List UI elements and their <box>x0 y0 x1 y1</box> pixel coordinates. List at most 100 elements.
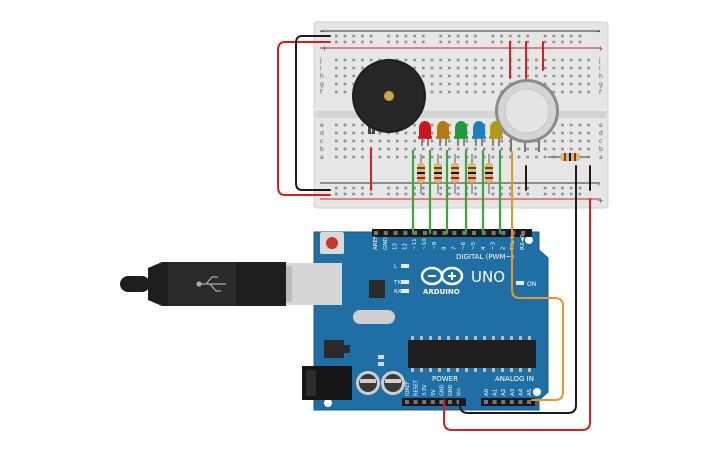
row-letter: g <box>599 81 603 88</box>
digital-pin-label: AREF <box>373 236 379 250</box>
row-letter: d <box>320 130 324 137</box>
board-wires <box>443 151 591 431</box>
power-label: POWER <box>432 375 458 383</box>
gas-sensor[interactable] <box>495 79 559 152</box>
on-label: ON <box>527 281 536 288</box>
onboard-led-label: TX <box>393 280 401 286</box>
resistor-group <box>417 154 493 194</box>
analog-label: ANALOG IN <box>495 375 534 383</box>
led-4[interactable] <box>472 121 486 146</box>
model-label: UNO <box>471 268 505 286</box>
row-letter: f <box>599 89 602 96</box>
analog-header <box>481 398 535 406</box>
onboard-led-icon <box>401 264 409 268</box>
digital-pin-label: 4 <box>481 246 487 250</box>
row-letter: e <box>320 122 324 129</box>
digital-pin-label: ~3 <box>491 241 497 250</box>
power-pin-label: 5V <box>431 389 437 396</box>
row-letter: j <box>598 57 601 64</box>
row-letter: i <box>599 65 601 72</box>
power-jack[interactable] <box>302 366 352 400</box>
digital-pin-label: 12 <box>402 243 408 250</box>
led-5[interactable] <box>489 121 503 146</box>
resistor-5[interactable] <box>485 154 493 194</box>
digital-pin-label: ~6 <box>461 241 467 250</box>
analog-pin-label: A3 <box>510 388 516 396</box>
onboard-led-label: RX <box>394 289 402 295</box>
led-group <box>418 121 503 146</box>
resistor-4[interactable] <box>468 154 476 194</box>
arduino-logo-text: ARDUINO <box>423 288 460 296</box>
mount-hole-icon <box>533 388 541 396</box>
usb-chip <box>369 280 385 298</box>
row-letter: f <box>320 89 323 96</box>
row-letter: j <box>319 57 322 64</box>
analog-pin-label: A4 <box>518 388 524 396</box>
rail-plus-label-right: + <box>597 44 604 53</box>
breadboard-wires <box>277 35 591 196</box>
power-pin-label: GND <box>448 384 454 396</box>
row-letter: a <box>320 154 324 161</box>
row-letter: g <box>320 81 324 88</box>
digital-pin-label: ~10 <box>422 238 428 250</box>
analog-pin-label: A0 <box>484 388 490 396</box>
rail-minus-label-top: - <box>321 27 324 36</box>
onboard-led-icon <box>401 289 409 293</box>
power-pin-label: IOREF <box>405 381 411 396</box>
digital-pin-label: ~11 <box>412 238 418 250</box>
resistor-3[interactable] <box>451 154 459 194</box>
atmega-chip <box>408 340 536 368</box>
rail-plus-label-bottom: + <box>597 196 604 205</box>
analog-pin-label: A2 <box>501 389 507 396</box>
analog-pin-label: A1 <box>493 389 499 396</box>
power-pin-label: 3.3V <box>422 384 428 396</box>
power-pin-label: GND <box>439 384 445 396</box>
rail-minus-label-bottom: - <box>597 180 600 189</box>
resistor-sensor[interactable] <box>548 153 590 161</box>
voltage-regulator <box>324 340 344 358</box>
capacitor-2 <box>381 371 405 395</box>
led-2[interactable] <box>436 121 450 146</box>
green-wires <box>411 150 502 234</box>
row-letter: d <box>599 130 603 137</box>
arduino-logo <box>420 266 464 286</box>
power-led-icon <box>516 281 524 285</box>
power-pin-label: Vin <box>457 388 463 396</box>
row-letter: e <box>599 122 603 129</box>
resistor-2[interactable] <box>434 154 442 194</box>
row-letter: i <box>320 65 322 72</box>
digital-pin-label: 13 <box>393 243 399 250</box>
row-letter: b <box>320 146 324 153</box>
digital-header <box>372 229 532 237</box>
buzzer-center-icon <box>384 91 394 101</box>
mount-hole-icon <box>324 399 332 407</box>
capacitor-1 <box>356 371 380 395</box>
digital-pin-label: RX◄0 <box>520 234 526 250</box>
row-letter: c <box>320 138 323 145</box>
digital-pin-label: TX►1 <box>510 235 516 251</box>
rail-minus-label-right: - <box>597 27 600 36</box>
digital-pin-label: 8 <box>442 246 448 250</box>
digital-label: DIGITAL (PWM~) <box>456 253 514 261</box>
row-letter: b <box>599 146 603 153</box>
led-1[interactable] <box>418 121 432 146</box>
crystal-oscillator <box>353 310 395 324</box>
reset-button[interactable] <box>320 232 344 254</box>
usb-cable[interactable] <box>120 262 342 306</box>
resistor-1[interactable] <box>417 154 425 194</box>
row-letter: h <box>599 73 603 80</box>
digital-pin-label: 2 <box>500 247 506 251</box>
digital-pin-label: ~9 <box>432 241 438 250</box>
onboard-led-icon <box>401 280 409 284</box>
rail-plus-label-top: + <box>321 44 328 53</box>
usb-icon <box>196 276 226 292</box>
analog-pin-label: A5 <box>527 388 533 396</box>
row-letter: h <box>320 73 324 80</box>
led-3[interactable] <box>454 121 468 146</box>
buzzer[interactable] <box>352 59 426 134</box>
onboard-led-label: L <box>394 264 398 270</box>
digital-pin-label: GND <box>383 237 389 250</box>
digital-pin-label: 7 <box>451 246 457 250</box>
